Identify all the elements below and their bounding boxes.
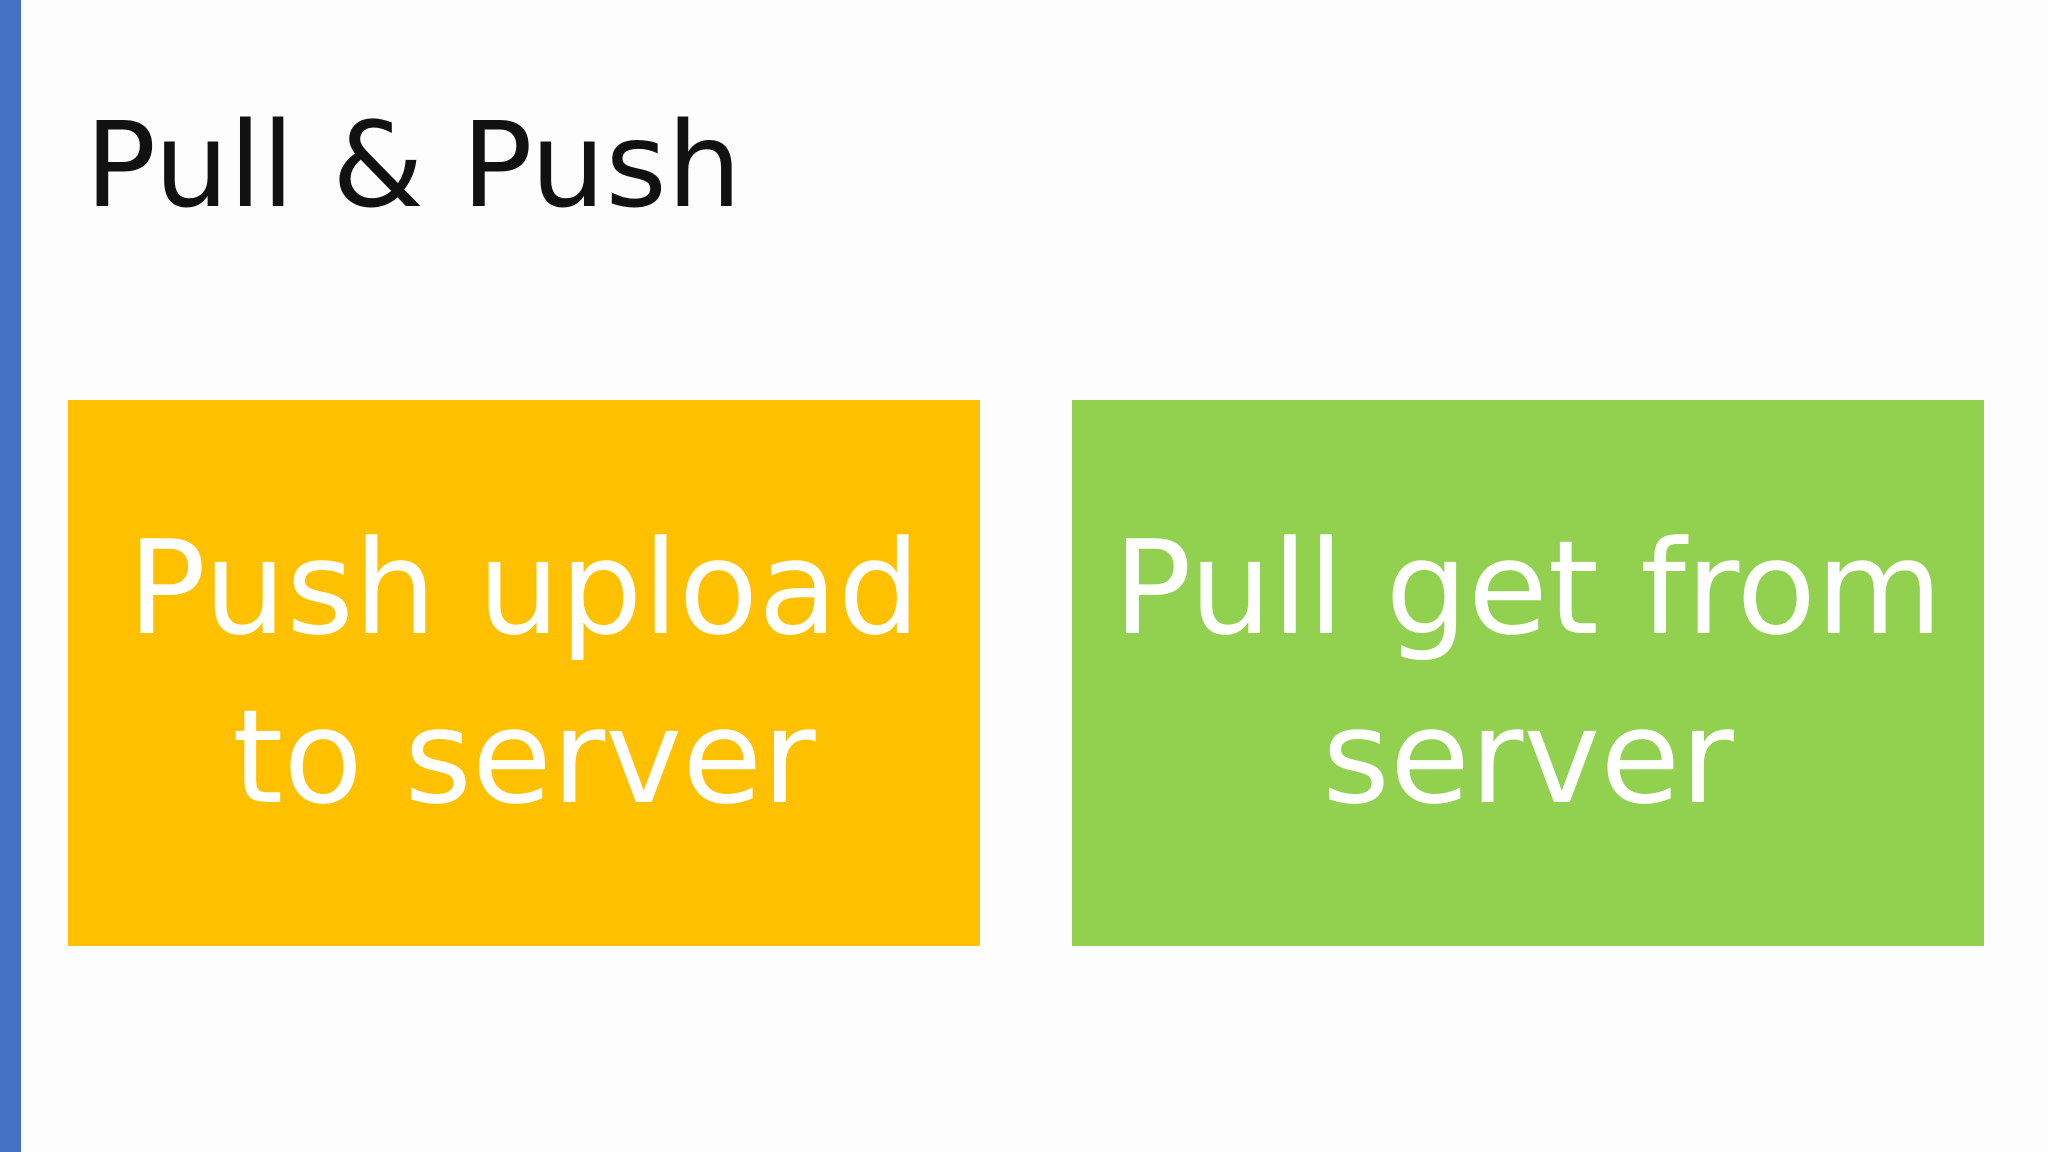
slide-title: Pull & Push [85, 96, 742, 234]
accent-bar [0, 0, 21, 1152]
push-card-line-2: to server [232, 681, 816, 833]
push-card-line-1: Push upload [127, 512, 921, 664]
push-card-text: Push upload to server [128, 504, 921, 842]
pull-card-text: Pull get from server [1113, 504, 1942, 842]
pull-card-line-1: Pull get from [1113, 512, 1943, 664]
pull-card: Pull get from server [1072, 400, 1984, 946]
pull-card-line-2: server [1322, 681, 1734, 833]
push-card: Push upload to server [68, 400, 980, 946]
